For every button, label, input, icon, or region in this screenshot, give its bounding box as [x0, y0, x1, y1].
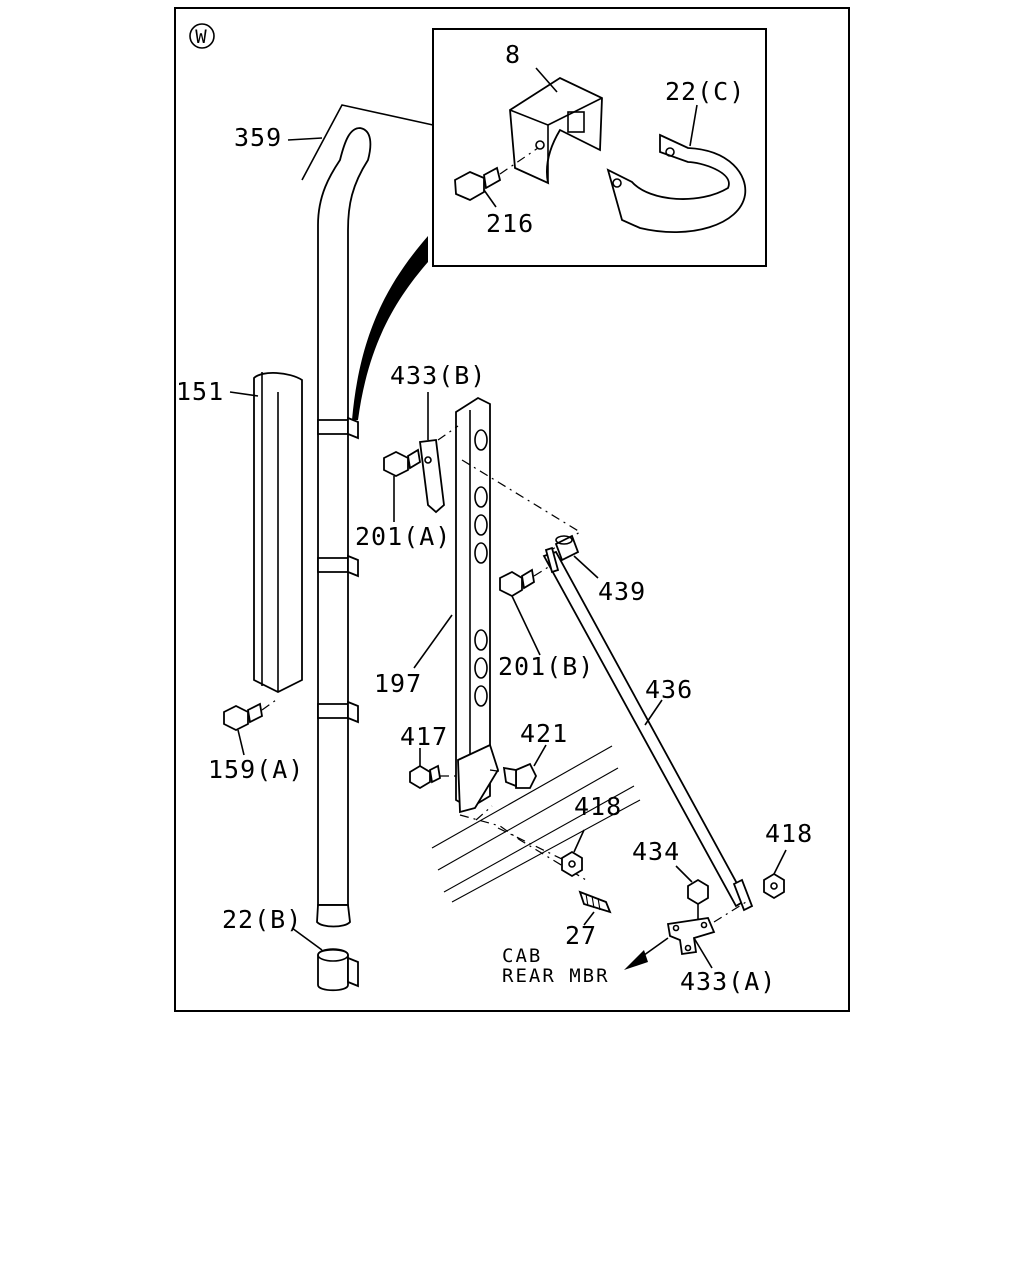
tailpipe-359 — [316, 127, 372, 928]
label-201a: 201(A) — [355, 522, 451, 551]
clamp-22c — [606, 133, 747, 234]
cab-rear-member — [431, 745, 641, 903]
detail-callout-fan — [352, 236, 428, 420]
bolt-434 — [687, 878, 709, 920]
heat-shield-151 — [253, 372, 303, 694]
note-line-2: REAR MBR — [502, 965, 610, 987]
label-359: 359 — [234, 123, 282, 152]
label-433a: 433(A) — [680, 967, 776, 996]
label-216: 216 — [486, 209, 534, 238]
label-27: 27 — [565, 921, 597, 950]
bolt-201a — [383, 448, 421, 478]
stud-27 — [578, 890, 612, 914]
bracket-8 — [509, 76, 603, 185]
label-433b: 433(B) — [390, 361, 486, 390]
bracket-433b — [418, 425, 459, 514]
clamp-22b — [317, 948, 359, 992]
bolt-216 — [454, 147, 539, 202]
label-159a: 159(A) — [208, 755, 304, 784]
section-mark-letter: W — [195, 26, 208, 48]
diagram-frame — [174, 7, 850, 1012]
brace-rod-436 — [542, 546, 754, 912]
label-22c: 22(C) — [665, 77, 745, 106]
label-8: 8 — [505, 40, 521, 69]
bolt-159a — [223, 699, 277, 732]
nut-418-center — [561, 850, 583, 878]
label-417: 417 — [400, 722, 448, 751]
label-418-center: 418 — [574, 792, 622, 821]
direction-arrow-icon — [624, 950, 648, 970]
label-434: 434 — [632, 837, 680, 866]
nut-418-right — [763, 872, 785, 900]
bolt-201b — [499, 565, 551, 598]
section-mark: W — [189, 23, 215, 49]
bolt-421 — [489, 762, 538, 789]
label-22b: 22(B) — [222, 905, 302, 934]
label-439: 439 — [598, 577, 646, 606]
label-421: 421 — [520, 719, 568, 748]
label-197: 197 — [374, 669, 422, 698]
inset-detail: 8 22(C) 216 — [301, 28, 767, 420]
label-436: 436 — [645, 675, 693, 704]
stanchion-197 — [455, 396, 499, 814]
label-418-right: 418 — [765, 819, 813, 848]
bolt-417 — [409, 764, 458, 790]
label-151: 151 — [176, 377, 224, 406]
inset-frame — [432, 28, 767, 267]
bracket-433a — [666, 901, 747, 956]
spacer-439 — [554, 534, 580, 562]
label-201b: 201(B) — [498, 652, 594, 681]
cab-rear-mbr-note: CAB REAR MBR — [502, 937, 669, 987]
note-line-1: CAB — [502, 945, 542, 967]
